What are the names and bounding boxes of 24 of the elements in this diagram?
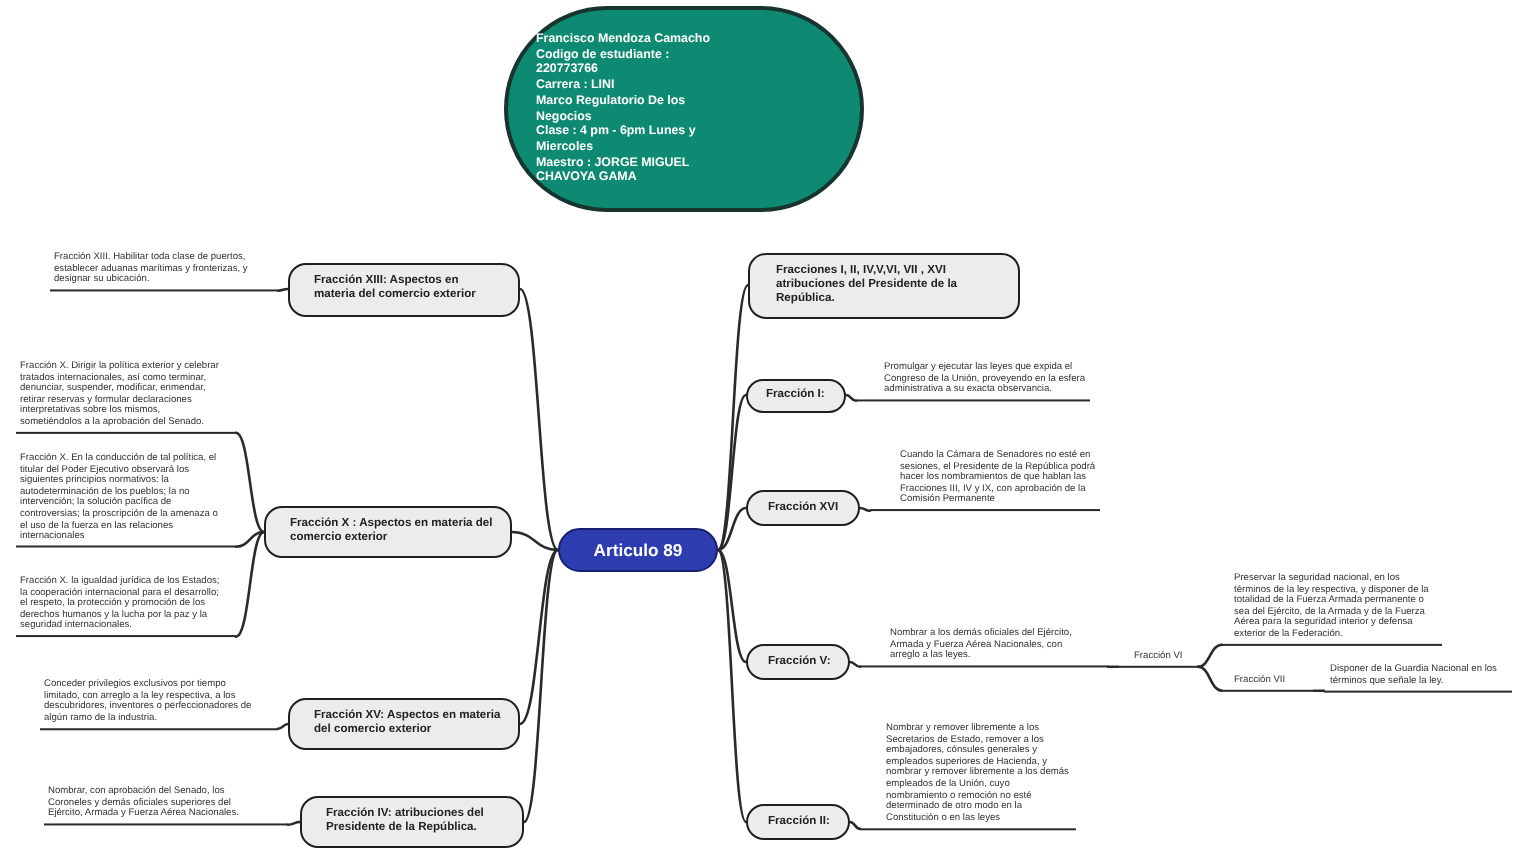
connector-line xyxy=(848,820,862,830)
connector-line xyxy=(510,530,560,552)
connector-line xyxy=(848,660,862,668)
connector-line xyxy=(1312,689,1326,692)
connector-line xyxy=(276,287,290,292)
connector-line xyxy=(716,548,748,824)
central-topic: Articulo 89 xyxy=(558,528,718,572)
connector-line xyxy=(716,393,748,552)
connector-line xyxy=(1106,665,1120,668)
connector-line xyxy=(276,722,290,730)
connector-line xyxy=(286,820,302,826)
connector-line xyxy=(234,431,266,534)
connector-line xyxy=(844,393,858,402)
connector-line xyxy=(716,548,748,664)
connector-line xyxy=(234,530,266,548)
connector-line xyxy=(234,530,266,638)
connector-line xyxy=(716,506,748,552)
connector-line xyxy=(716,283,750,552)
connector-line xyxy=(522,548,560,824)
connector-line xyxy=(518,548,560,726)
connector-line xyxy=(858,506,872,512)
connector-line xyxy=(518,287,560,552)
connector-line xyxy=(1196,665,1224,692)
connector-line xyxy=(1196,643,1224,668)
